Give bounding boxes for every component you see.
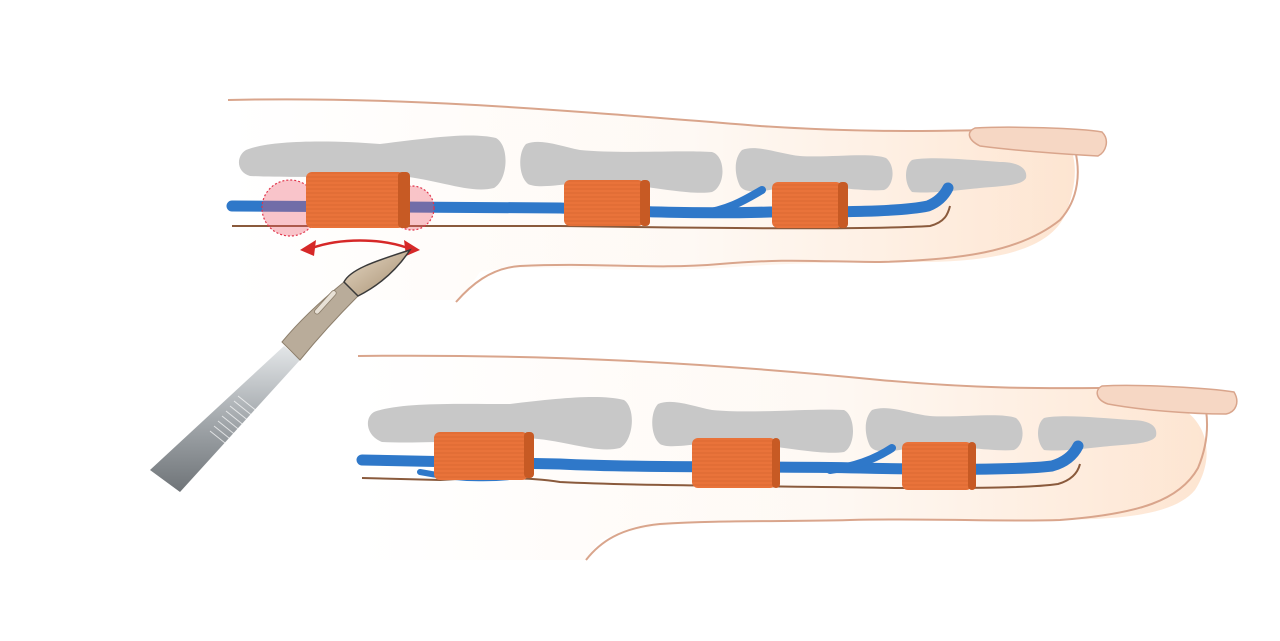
bottom-bone-middle-phalanx <box>865 408 1023 452</box>
scalpel-icon <box>120 248 412 520</box>
bottom-nail-icon <box>1096 384 1238 415</box>
bottom-pulley-a2 <box>692 438 780 488</box>
bottom-bone-metacarpal <box>367 397 632 450</box>
scalpel-blade <box>343 248 412 297</box>
bottom-pulley-a1 <box>434 432 534 480</box>
top-bone-middle-phalanx <box>735 148 893 192</box>
bottom-skin-dorsal <box>357 354 1101 390</box>
top-sheath-line <box>232 205 951 230</box>
top-finger <box>226 98 1108 303</box>
top-skin-dorsal <box>227 98 1001 132</box>
top-nail-icon <box>968 126 1108 157</box>
bottom-finger <box>356 354 1238 561</box>
bottom-pulley-a4 <box>902 442 976 490</box>
top-flexor-tendon-branch <box>696 186 766 218</box>
bottom-bone-distal-phalanx <box>1038 416 1157 451</box>
top-pulley-a2 <box>564 180 650 226</box>
top-bone-metacarpal <box>238 135 506 190</box>
top-pulley-a4 <box>772 182 848 228</box>
bottom-skin-palmar <box>585 409 1208 561</box>
top-skin-palmar <box>455 149 1079 303</box>
bottom-flexor-tendon <box>356 440 1084 475</box>
top-pulley-a1 <box>306 172 410 228</box>
top-bone-distal-phalanx <box>906 158 1027 193</box>
bottom-flexor-tendon-branch <box>826 444 896 474</box>
